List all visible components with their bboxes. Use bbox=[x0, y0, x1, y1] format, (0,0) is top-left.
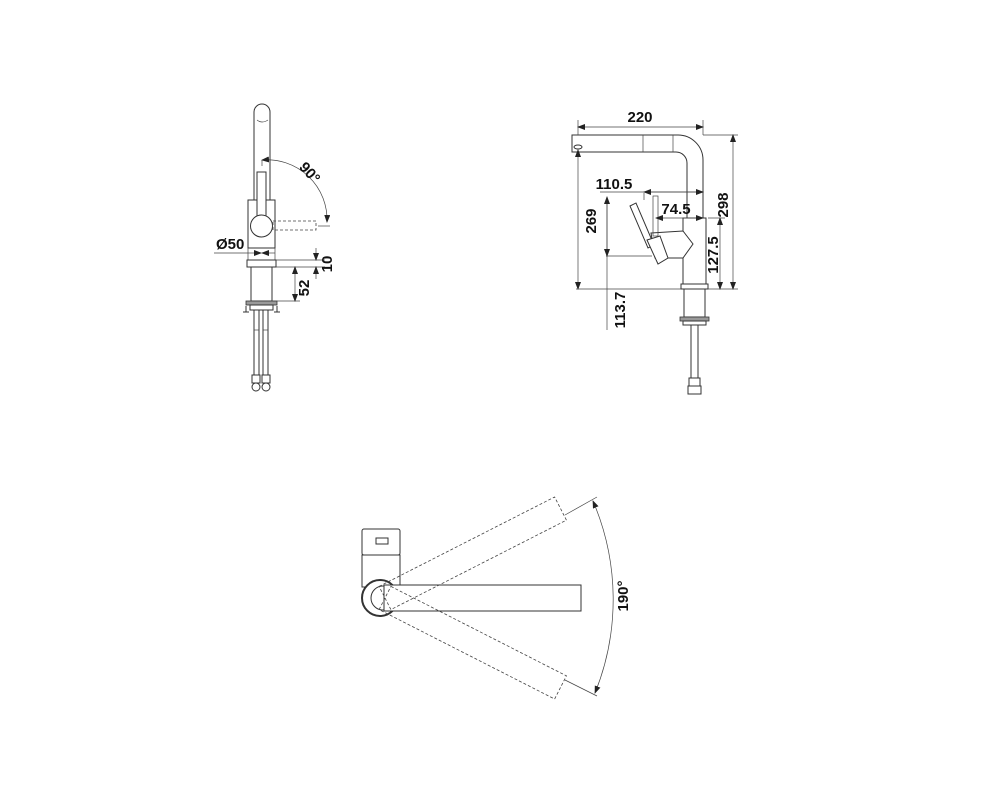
lever-knob bbox=[250, 214, 273, 238]
top-view: 190° bbox=[361, 496, 632, 700]
dim-lever-to-body: 74.5 bbox=[661, 201, 690, 218]
shank bbox=[250, 266, 273, 302]
dim-swivel-angle: 190° bbox=[615, 580, 632, 611]
dim-shank-length: 52 bbox=[296, 280, 313, 297]
spout-center bbox=[383, 584, 582, 612]
dim-lever-axis-height: 127.5 bbox=[705, 236, 722, 274]
side-view: 90° Ø50 10 52 bbox=[214, 103, 336, 392]
dim-body-diameter: Ø50 bbox=[216, 236, 244, 253]
dim-spout-outlet-height: 269 bbox=[583, 208, 600, 233]
dim-below-deck: 113.7 bbox=[612, 292, 629, 329]
flange bbox=[246, 259, 277, 268]
dim-total-height: 298 bbox=[715, 192, 732, 217]
dim-lever-offset: 110.5 bbox=[596, 176, 633, 193]
dim-spout-reach: 220 bbox=[627, 109, 652, 126]
dim-flange-height: 10 bbox=[319, 256, 336, 273]
dim-lever-angle: 90° bbox=[295, 159, 323, 187]
front-view: 220 298 269 110.5 74.5 127.5 113.7 bbox=[571, 109, 738, 395]
